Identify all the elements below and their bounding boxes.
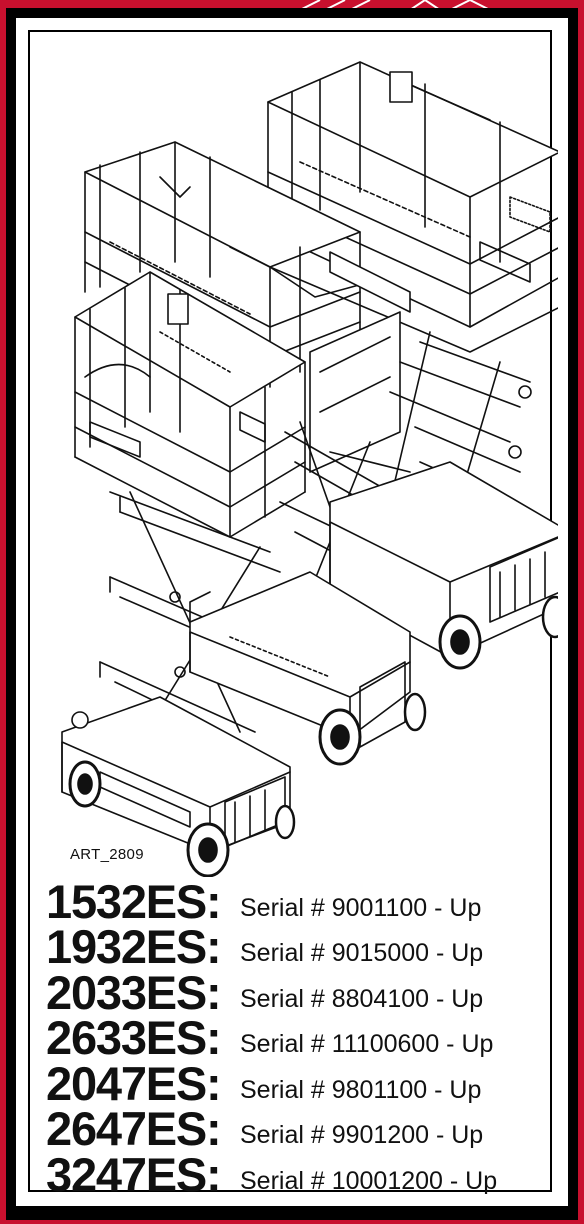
serial-range: Serial # 10001200 - Up [240, 1166, 498, 1195]
middle-base-chassis [189, 571, 427, 766]
middle-lift-platform [84, 141, 411, 388]
cover-panel: ART_2809 1532ES: Serial # 9001100 - Up 1… [16, 18, 568, 1206]
front-base-chassis [61, 696, 296, 877]
model-row: 1932ES: Serial # 9015000 - Up [46, 920, 556, 973]
serial-range: Serial # 9801100 - Up [240, 1075, 482, 1104]
top-ornament-icon [300, 0, 491, 10]
model-row: 2647ES: Serial # 9901200 - Up [46, 1102, 556, 1155]
serial-range: Serial # 9015000 - Up [240, 939, 484, 967]
scissor-lift-illustration [61, 61, 558, 877]
model-name: 2047ES: [46, 1056, 222, 1110]
content-frame: ART_2809 1532ES: Serial # 9001100 - Up 1… [28, 30, 558, 1198]
top-border-strip [0, 0, 584, 10]
model-name: 1932ES: [46, 920, 222, 973]
model-serial-list: 1532ES: Serial # 9001100 - Up 1932ES: Se… [46, 874, 556, 1201]
model-row: 1532ES: Serial # 9001100 - Up [46, 874, 556, 928]
model-row: 2633ES: Serial # 11100600 - Up [46, 1011, 556, 1064]
right-base-chassis [329, 461, 558, 670]
art-code-label: ART_2809 [70, 846, 144, 863]
model-row: 3247ES: Serial # 10001200 - Up [46, 1147, 556, 1201]
model-name: 2647ES: [46, 1102, 222, 1155]
serial-range: Serial # 8804100 - Up [240, 984, 484, 1013]
model-row: 2033ES: Serial # 8804100 - Up [46, 965, 556, 1019]
back-lift-platform [267, 61, 558, 353]
model-name: 3247ES: [46, 1147, 222, 1201]
model-row: 2047ES: Serial # 9801100 - Up [46, 1056, 556, 1110]
model-name: 1532ES: [46, 874, 222, 928]
outer-black-border: ART_2809 1532ES: Serial # 9001100 - Up 1… [6, 8, 578, 1220]
model-name: 2033ES: [46, 965, 222, 1019]
serial-range: Serial # 11100600 - Up [240, 1030, 494, 1058]
front-lift-platform [74, 271, 401, 538]
serial-range: Serial # 9001100 - Up [240, 893, 482, 922]
serial-range: Serial # 9901200 - Up [240, 1121, 484, 1149]
model-name: 2633ES: [46, 1011, 222, 1064]
